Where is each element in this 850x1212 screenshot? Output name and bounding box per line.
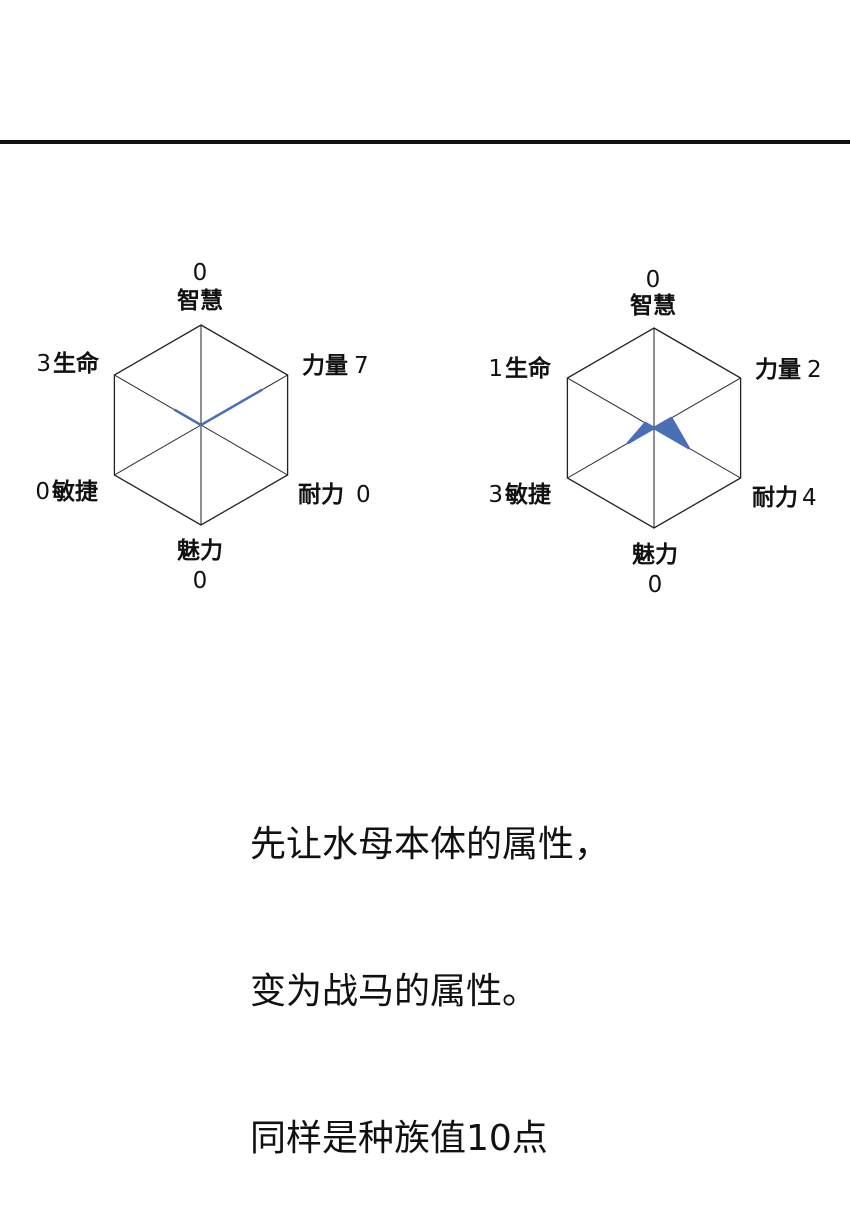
axis-value-敏捷: 3 bbox=[488, 482, 503, 508]
axis-value-魅力: 0 bbox=[648, 572, 663, 598]
axis-value-智慧: 0 bbox=[193, 260, 208, 286]
radar-spoke-生命 bbox=[567, 377, 655, 429]
axis-label-力量: 力量 bbox=[755, 356, 801, 383]
axis-value-智慧: 0 bbox=[646, 267, 661, 293]
radar-spoke-耐力 bbox=[200, 424, 288, 476]
caption-line-2: 变为战马的属性。 bbox=[250, 971, 539, 1012]
caption-line-3: 同样是种族值10点 bbox=[250, 1118, 548, 1159]
axis-value-敏捷: 0 bbox=[35, 479, 50, 505]
axis-value-魅力: 0 bbox=[193, 568, 208, 594]
axis-label-生命: 生命 bbox=[505, 355, 552, 382]
axis-label-敏捷: 敏捷 bbox=[504, 481, 552, 508]
top-divider-line bbox=[0, 140, 850, 144]
caption-line-1: 先让水母本体的属性， bbox=[250, 824, 611, 865]
axis-label-力量: 力量 bbox=[302, 352, 348, 379]
axis-value-耐力: 4 bbox=[802, 485, 817, 511]
axis-label-魅力: 魅力 bbox=[632, 541, 678, 568]
axis-label-敏捷: 敏捷 bbox=[51, 478, 99, 505]
axis-value-生命: 3 bbox=[36, 351, 51, 377]
axis-label-生命: 生命 bbox=[53, 350, 100, 377]
axis-value-耐力: 0 bbox=[356, 482, 371, 508]
caption: 先让水母本体的属性， 变为战马的属性。 同样是种族值10点 bbox=[250, 722, 610, 1212]
radar-spoke-敏捷 bbox=[114, 424, 202, 476]
axis-label-魅力: 魅力 bbox=[177, 537, 223, 564]
radar-data-area bbox=[173, 388, 263, 427]
axis-label-耐力: 耐力 bbox=[752, 484, 798, 511]
axis-value-力量: 7 bbox=[354, 353, 369, 379]
axis-label-耐力: 耐力 bbox=[298, 481, 344, 508]
axis-value-生命: 1 bbox=[488, 356, 503, 382]
axis-label-智慧: 智慧 bbox=[630, 292, 676, 319]
axis-value-力量: 2 bbox=[807, 357, 822, 383]
axis-label-智慧: 智慧 bbox=[177, 287, 223, 314]
radar-data-area bbox=[626, 416, 690, 450]
